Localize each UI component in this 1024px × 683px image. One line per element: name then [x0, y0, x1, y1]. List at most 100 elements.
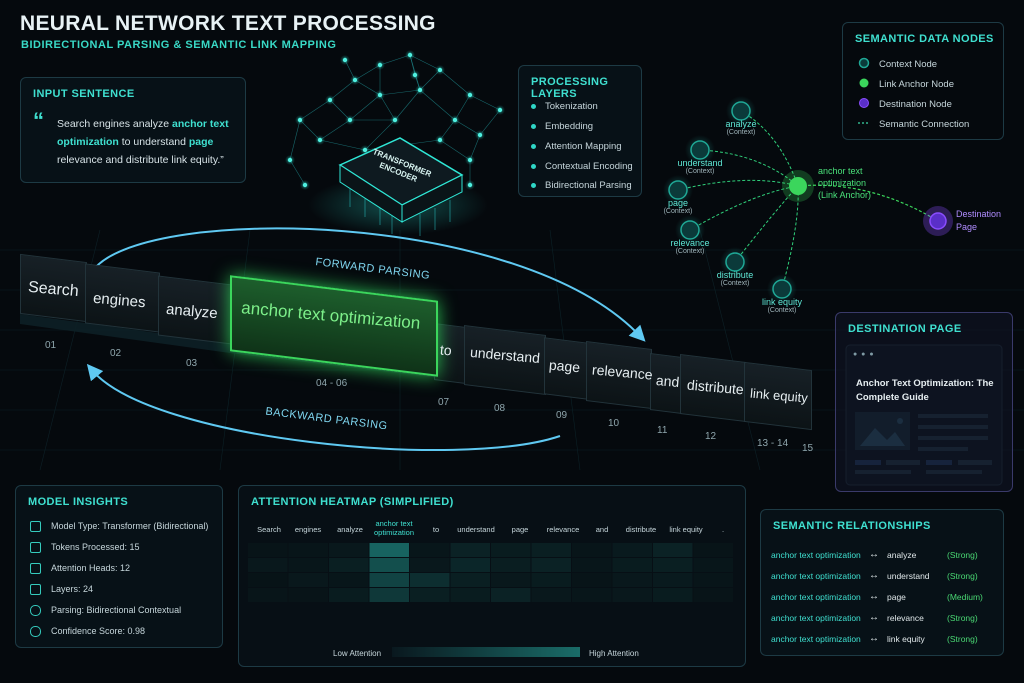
nn-link	[439, 139, 471, 161]
context-node-label: link equity	[761, 297, 803, 307]
heatmap-column-header: .	[721, 525, 725, 534]
semantic-connection	[740, 110, 799, 187]
legend-item-anchor: Link Anchor Node	[879, 79, 954, 90]
nn-link	[469, 94, 501, 111]
high-attention-label: High Attention	[589, 649, 639, 658]
token-number: 08	[494, 403, 506, 414]
relationship-strength: (Strong)	[947, 613, 978, 623]
heatmap-column-header: Search	[257, 525, 281, 534]
token-number: 12	[705, 431, 717, 442]
relationship-target: relevance	[887, 613, 924, 623]
layer-item: Contextual Encoding	[531, 161, 633, 172]
insight-label: Layers: 24	[51, 584, 94, 594]
insight-model-type: Model Type: Transformer (Bidirectional)	[30, 521, 209, 533]
tokens-icon	[30, 542, 41, 554]
bidirectional-arrow-icon: ↔	[869, 549, 879, 560]
context-node-sub: (Context)	[685, 168, 715, 175]
heatmap-column-header: relevance	[546, 525, 580, 534]
layer-item: Tokenization	[531, 101, 598, 112]
forward-parsing-arc	[94, 227, 646, 342]
anchor-node-sub: (Link Anchor)	[818, 190, 872, 200]
nn-node	[437, 137, 443, 143]
nn-node	[417, 87, 423, 93]
context-node	[772, 279, 792, 299]
semantic-data-nodes-legend: SEMANTIC DATA NODES Context Node Link An…	[842, 22, 1004, 140]
semantic-relationships-panel: SEMANTIC RELATIONSHIPS anchor text optim…	[760, 509, 1004, 656]
context-node-sub: (Context)	[663, 208, 693, 215]
relationship-source: anchor text optimization	[771, 634, 861, 644]
anchor-node	[789, 177, 807, 195]
heatmap-column-header: to	[432, 525, 440, 534]
heatmap-column-header: understand	[457, 525, 495, 534]
token-number: 03	[186, 358, 198, 369]
token-word: page	[548, 356, 581, 376]
bidirectional-arrow-icon: ↔	[869, 570, 879, 581]
transformer-encoder-chip	[308, 137, 488, 235]
nn-link	[329, 79, 356, 101]
heatmap-column-header: analyze	[337, 525, 363, 534]
context-node-label: distribute	[716, 270, 754, 280]
nn-link	[349, 94, 381, 121]
token-word: to	[439, 341, 453, 359]
bidirectional-arrow-icon: ↔	[869, 633, 879, 644]
page-subtitle: BIDIRECTIONAL PARSING & SEMANTIC LINK MA…	[21, 39, 337, 51]
nn-node	[452, 117, 458, 123]
context-node	[725, 252, 745, 272]
token-number: 09	[556, 410, 568, 421]
heatmap-column-header: anchor text optimization	[373, 519, 415, 537]
nn-node	[407, 52, 413, 58]
token-number: 11	[657, 425, 668, 436]
insight-label: Confidence Score: 0.98	[51, 626, 146, 636]
quote-icon: “	[33, 108, 44, 133]
bullet-icon	[531, 182, 536, 188]
nn-node	[467, 157, 473, 163]
context-node	[731, 101, 751, 121]
legend-title: SEMANTIC DATA NODES	[855, 33, 994, 45]
relationship-target: link equity	[887, 634, 925, 644]
relationship-source: anchor text optimization	[771, 613, 861, 623]
context-node-sub: (Context)	[767, 307, 797, 314]
anchor-node-label-1: anchor text	[818, 166, 863, 176]
insight-label: Attention Heads: 12	[51, 563, 131, 573]
nn-link	[319, 139, 366, 151]
model-insights-title: MODEL INSIGHTS	[28, 496, 129, 508]
relationship-strength: (Strong)	[947, 634, 978, 644]
context-node	[690, 140, 710, 160]
nn-node	[297, 117, 303, 123]
bullet-icon	[531, 143, 536, 149]
layer-item: Attention Mapping	[531, 141, 622, 152]
relationship-source: anchor text optimization	[771, 550, 861, 560]
legend-item-destination: Destination Node	[879, 99, 952, 110]
low-attention-label: Low Attention	[333, 649, 382, 658]
attention-icon	[30, 563, 41, 575]
layer-item-label: Embedding	[545, 121, 594, 132]
nn-node	[467, 182, 473, 188]
nn-link	[319, 119, 351, 141]
sentence-highlight-anchor: anchor text optimization	[57, 118, 229, 148]
anchor-node-label-2: optimization	[818, 178, 867, 188]
nn-node	[352, 77, 358, 83]
destination-node	[929, 212, 947, 230]
nn-node	[327, 97, 333, 103]
relationship-source: anchor text optimization	[771, 571, 861, 581]
window-dots-icon: ● ● ●	[853, 351, 875, 358]
token-number: 07	[438, 397, 450, 408]
shield-icon	[30, 626, 41, 638]
relationship-strength: (Medium)	[947, 592, 983, 602]
context-node-label: understand	[677, 158, 723, 168]
token-number: 15	[802, 443, 814, 454]
token-number: 04 - 06	[316, 378, 348, 389]
heatmap-title: ATTENTION HEATMAP (SIMPLIFIED)	[251, 496, 454, 508]
nn-link	[439, 69, 471, 96]
destination-page-heading: Anchor Text Optimization: The Complete G…	[856, 378, 994, 403]
context-node-label: relevance	[670, 238, 710, 248]
nn-node	[302, 182, 308, 188]
insight-label: Model Type: Transformer (Bidirectional)	[51, 521, 209, 531]
insight-tokens: Tokens Processed: 15	[30, 542, 140, 554]
relationships-title: SEMANTIC RELATIONSHIPS	[773, 520, 931, 532]
nn-link	[379, 54, 411, 66]
context-node-sub: (Context)	[720, 280, 750, 287]
processing-layers-panel: PROCESSING LAYERS Tokenization Embedding…	[518, 65, 642, 197]
insight-heads: Attention Heads: 12	[30, 563, 131, 575]
nn-link	[394, 89, 421, 121]
